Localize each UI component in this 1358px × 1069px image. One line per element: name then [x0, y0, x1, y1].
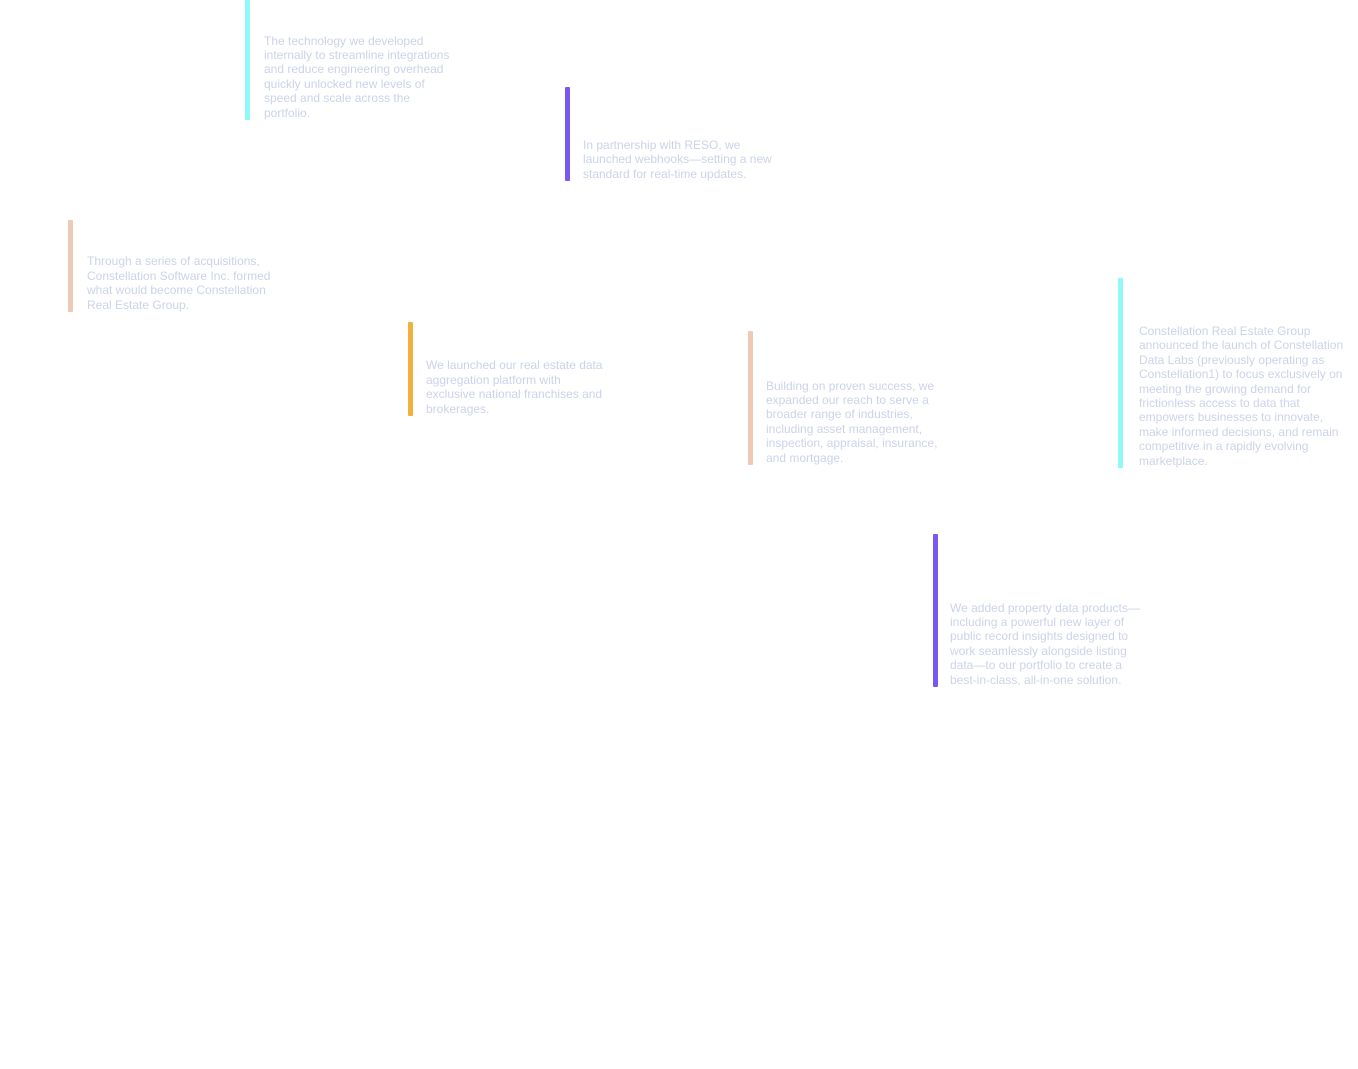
milestone-text: Through a series of acquisitions, Conste… [87, 254, 271, 312]
milestone-text: The technology we developed internally t… [264, 33, 450, 120]
milestone-accent-bar [68, 220, 73, 312]
milestone-card: We added property data products—includin… [933, 534, 1145, 687]
milestone-text: We added property data products—includin… [950, 600, 1140, 687]
milestone-card: We launched our real estate data aggrega… [408, 322, 604, 416]
milestone-accent-bar [408, 322, 413, 416]
milestone-text: We launched our real estate data aggrega… [426, 358, 603, 416]
milestone-accent-bar [933, 534, 938, 687]
milestone-card: Building on proven success, we expanded … [748, 331, 951, 465]
milestone-card: Constellation Real Estate Group announce… [1118, 278, 1344, 468]
milestone-text: Constellation Real Estate Group announce… [1139, 323, 1344, 468]
milestone-text: Building on proven success, we expanded … [766, 378, 938, 465]
milestone-accent-bar [245, 0, 250, 120]
milestone-accent-bar [565, 87, 570, 181]
milestone-text: In partnership with RESO, we launched we… [583, 137, 772, 181]
milestone-accent-bar [748, 331, 753, 465]
milestone-accent-bar [1118, 278, 1123, 468]
milestone-card: The technology we developed internally t… [245, 0, 459, 120]
milestone-card: Through a series of acquisitions, Conste… [68, 220, 287, 312]
milestone-card: In partnership with RESO, we launched we… [565, 87, 788, 181]
